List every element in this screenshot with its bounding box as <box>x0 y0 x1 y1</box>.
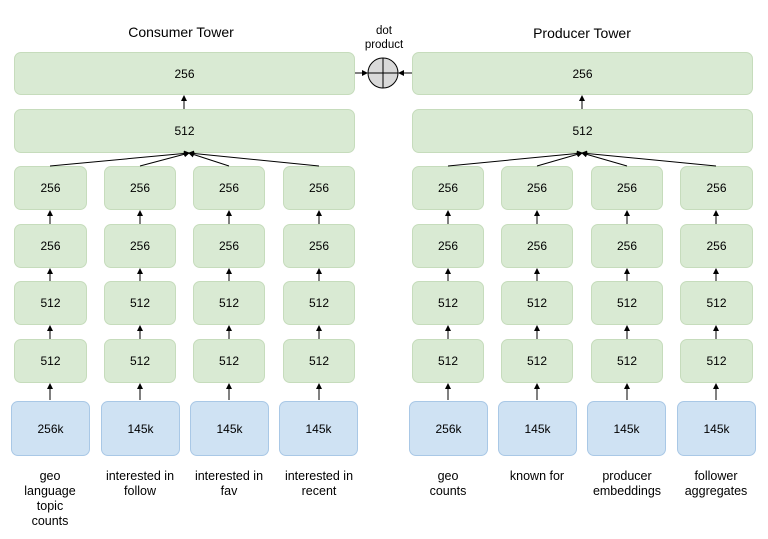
producer-branch-3-layer-4: 512 <box>591 339 663 383</box>
consumer-branch-1-label-line: geo <box>39 469 61 483</box>
consumer-branch-1-layer-3: 512 <box>14 281 87 325</box>
producer-branch-4-label: follower aggregates <box>674 469 758 499</box>
producer-branch-1-label: geo counts <box>406 469 490 499</box>
consumer-branch-4-input: 145k <box>279 401 358 456</box>
producer-branch-3-layer-1: 256 <box>591 166 663 210</box>
consumer-branch-1-layer-1: 256 <box>14 166 87 210</box>
producer-branch-2-label: known for <box>495 469 579 484</box>
consumer-branch-2-label-line: interested in <box>105 469 175 483</box>
producer-branch-2-input: 145k <box>498 401 577 456</box>
producer-tower-title: Producer Tower <box>533 25 631 41</box>
consumer-branch-1-input: 256k <box>11 401 90 456</box>
consumer-branch-4-layer-2: 256 <box>283 224 355 268</box>
consumer-top-layer: 256 <box>14 52 355 95</box>
consumer-branch-3-layer-2: 256 <box>193 224 265 268</box>
dot-product-label-line-2: product <box>364 39 404 51</box>
arrow <box>188 150 320 167</box>
producer-branch-3-label-line: embeddings <box>592 484 662 498</box>
consumer-branch-1-layer-4: 512 <box>14 339 87 383</box>
consumer-branch-4-label-line: interested in <box>284 469 354 483</box>
consumer-branch-2-layer-4: 512 <box>104 339 176 383</box>
arrow <box>536 151 583 167</box>
consumer-branch-4-layer-3: 512 <box>283 281 355 325</box>
arrow <box>581 150 717 167</box>
consumer-branch-3-input: 145k <box>190 401 269 456</box>
consumer-branch-3-label-line: interested in <box>194 469 264 483</box>
producer-branch-2-label-line: known for <box>509 469 565 483</box>
arrow <box>49 150 190 167</box>
producer-branch-4-label-line: aggregates <box>684 484 748 498</box>
producer-branch-2-layer-1: 256 <box>501 166 573 210</box>
producer-branch-1-layer-1: 256 <box>412 166 484 210</box>
producer-branch-3-input: 145k <box>587 401 666 456</box>
producer-branch-4-input: 145k <box>677 401 756 456</box>
producer-branch-1-input: 256k <box>409 401 488 456</box>
consumer-branch-3-layer-3: 512 <box>193 281 265 325</box>
producer-branch-2-layer-4: 512 <box>501 339 573 383</box>
consumer-branch-2-layer-3: 512 <box>104 281 176 325</box>
consumer-branch-2-input: 145k <box>101 401 180 456</box>
producer-branch-3-layer-3: 512 <box>591 281 663 325</box>
consumer-branch-4-layer-1: 256 <box>283 166 355 210</box>
consumer-branch-3-label: interested in fav <box>187 469 271 499</box>
consumer-branch-2-layer-1: 256 <box>104 166 176 210</box>
consumer-branch-4-layer-4: 512 <box>283 339 355 383</box>
producer-branch-1-label-line: counts <box>429 484 467 498</box>
producer-branch-1-label-line: geo <box>437 469 459 483</box>
producer-branch-4-layer-1: 256 <box>680 166 753 210</box>
consumer-branch-2-label-line: follow <box>124 484 156 498</box>
producer-branch-4-layer-4: 512 <box>680 339 753 383</box>
producer-branch-1-layer-2: 256 <box>412 224 484 268</box>
consumer-branch-3-layer-4: 512 <box>193 339 265 383</box>
dot-product-symbol <box>367 57 399 89</box>
producer-top-layer: 256 <box>412 52 753 95</box>
dot-product-label-line-1: dot <box>376 25 392 37</box>
producer-branch-4-layer-2: 256 <box>680 224 753 268</box>
producer-branch-1-layer-4: 512 <box>412 339 484 383</box>
consumer-tower-title: Consumer Tower <box>128 24 234 40</box>
producer-branch-4-layer-3: 512 <box>680 281 753 325</box>
dot-product-label: dot product <box>355 24 413 52</box>
consumer-branch-2-layer-2: 256 <box>104 224 176 268</box>
producer-branch-2-layer-2: 256 <box>501 224 573 268</box>
producer-branch-3-label-line: producer <box>602 469 652 483</box>
consumer-branch-1-label-line: language <box>24 484 76 498</box>
producer-merge-layer: 512 <box>412 109 753 153</box>
arrow <box>581 151 628 167</box>
arrow <box>188 151 230 167</box>
consumer-branch-2-label: interested in follow <box>98 469 182 499</box>
producer-branch-3-layer-2: 256 <box>591 224 663 268</box>
consumer-branch-1-label-line: topic <box>36 499 64 513</box>
producer-branch-1-layer-3: 512 <box>412 281 484 325</box>
producer-branch-3-label: producer embeddings <box>585 469 669 499</box>
producer-branch-2-layer-3: 512 <box>501 281 573 325</box>
producer-branch-4-label-line: follower <box>694 469 738 483</box>
consumer-branch-1-label-line: counts <box>31 514 69 528</box>
arrow <box>447 150 583 167</box>
consumer-branch-4-label: interested in recent <box>277 469 361 499</box>
consumer-branch-1-layer-2: 256 <box>14 224 87 268</box>
consumer-branch-4-label-line: recent <box>301 484 337 498</box>
consumer-branch-3-layer-1: 256 <box>193 166 265 210</box>
consumer-branch-3-label-line: fav <box>220 484 238 498</box>
arrow <box>139 151 190 167</box>
consumer-branch-1-label: geo language topic counts <box>8 469 92 529</box>
